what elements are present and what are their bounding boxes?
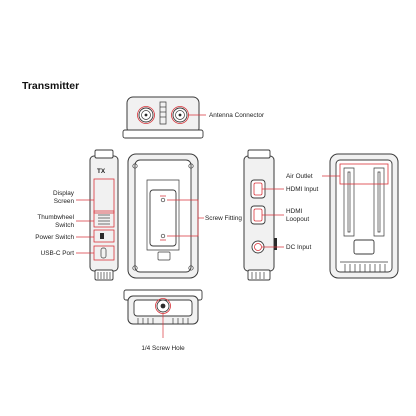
power-switch [93, 229, 115, 243]
screw-hole [160, 303, 166, 309]
page-title: Transmitter [22, 80, 79, 92]
air-outlet [339, 163, 389, 185]
screw-fitting-plate [149, 189, 177, 247]
thumbwheel-switch [93, 210, 115, 228]
screw-fitting-label: Screw Fitting [205, 215, 242, 222]
bottom-view: 1/4 Screw Hole [123, 289, 203, 352]
hdmi-input-label: HDMI Input [286, 186, 319, 193]
right-side-view: HDMI Input HDMI Loopout DC Input [243, 149, 319, 281]
air-outlet-label: Air Outlet [286, 173, 313, 180]
antenna-connector-right [172, 107, 188, 123]
dc-input-label: DC Input [286, 244, 311, 251]
hdmi-loopout-label-1: HDMI [286, 208, 303, 215]
antenna-connector-label: Antenna Connector [209, 112, 265, 119]
hdmi-loopout-label-2: Loopout [286, 216, 309, 223]
power-switch-label: Power Switch [35, 234, 74, 241]
screw-hole-label: 1/4 Screw Hole [141, 345, 185, 352]
left-side-view: TX Display Screen Thumbwheel Switch Powe… [35, 149, 119, 281]
back-view: Screw Fitting [127, 153, 242, 279]
dc-input-port [254, 243, 262, 251]
top-view-base [122, 129, 204, 139]
rear-view: Air Outlet [286, 153, 399, 279]
tx-marking: TX [97, 168, 106, 175]
antenna-connector-left [138, 107, 154, 123]
display-screen [93, 178, 115, 214]
display-screen-label-1: Display [53, 190, 75, 197]
thumbwheel-label-1: Thumbwheel [37, 214, 74, 221]
thumbwheel-label-2: Switch [55, 222, 74, 229]
usbc-port-label: USB-C Port [41, 250, 75, 257]
top-view: Antenna Connector [122, 96, 265, 139]
display-screen-label-2: Screen [54, 198, 75, 205]
